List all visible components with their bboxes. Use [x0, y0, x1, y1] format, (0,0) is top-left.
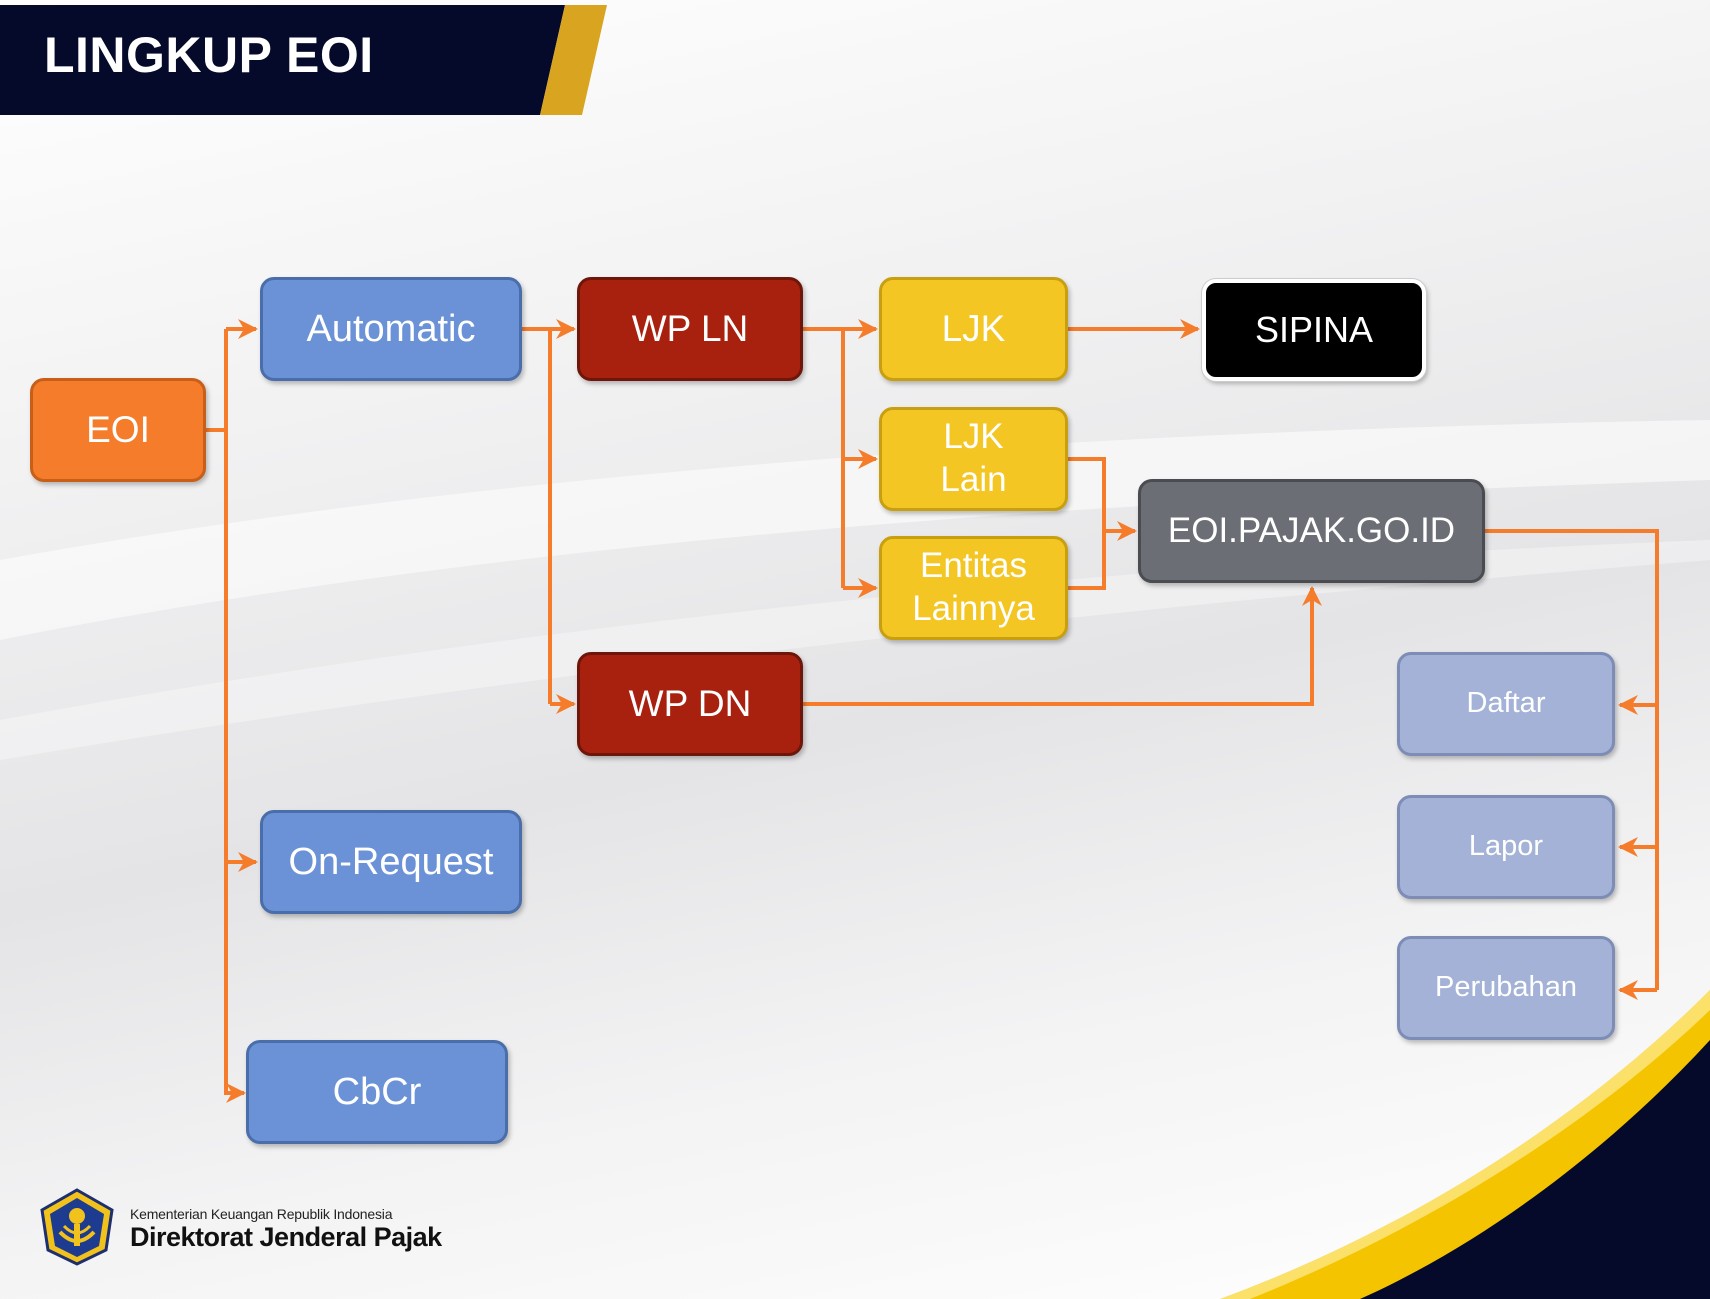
- node-ljk: LJK: [879, 277, 1068, 381]
- node-sipina: SIPINA: [1202, 279, 1426, 381]
- node-cbcr: CbCr: [246, 1040, 508, 1144]
- page-title: LINGKUP EOI: [44, 27, 374, 83]
- node-ljk-lain: LJK Lain: [879, 407, 1068, 511]
- node-eoi-pajak: EOI.PAJAK.GO.ID: [1138, 479, 1485, 583]
- edge-wpdn-eoipajak: [803, 586, 1322, 706]
- footer-directorate: Direktorat Jenderal Pajak: [130, 1222, 442, 1252]
- node-eoi: EOI: [30, 378, 206, 482]
- node-wp-ln: WP LN: [577, 277, 803, 381]
- node-wp-dn: WP DN: [577, 652, 803, 756]
- title-bar-shape: [0, 5, 607, 115]
- node-lapor: Lapor: [1397, 795, 1615, 899]
- node-perubahan: Perubahan: [1397, 936, 1615, 1040]
- node-automatic: Automatic: [260, 277, 522, 381]
- node-entitas-lainnya: Entitas Lainnya: [879, 536, 1068, 640]
- node-on-request: On-Request: [260, 810, 522, 914]
- djp-logo-icon: [40, 1188, 114, 1266]
- node-daftar: Daftar: [1397, 652, 1615, 756]
- footer-ministry: Kementerian Keuangan Republik Indonesia: [130, 1206, 393, 1222]
